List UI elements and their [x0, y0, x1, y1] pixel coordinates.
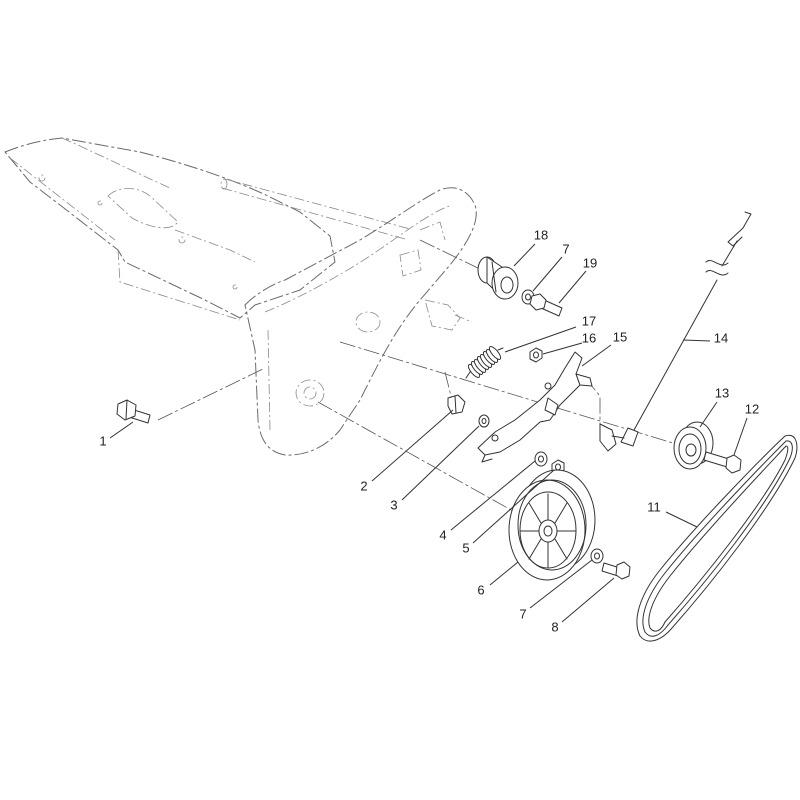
part-washer-3	[478, 414, 490, 428]
callout-label-15: 15	[613, 329, 627, 344]
callout-label-18: 18	[534, 227, 548, 242]
leader-line-7-lower	[529, 559, 593, 609]
leader-line-17	[504, 326, 577, 353]
part-belt-11	[636, 434, 798, 642]
leader-line-12	[733, 417, 748, 456]
gearbox-housing-phantom	[244, 187, 477, 456]
callout-label-7-upper: 7	[562, 241, 569, 256]
leader-line-8	[561, 577, 615, 623]
part-washer-4	[534, 451, 548, 467]
part-cable-14	[599, 211, 752, 452]
part-bushing-18	[477, 256, 519, 300]
leader-line-7-upper	[532, 256, 563, 292]
callout-label-13: 13	[715, 385, 729, 400]
part-pulley-6	[508, 469, 596, 581]
callout-label-16: 16	[582, 330, 596, 345]
part-bolt-19	[529, 293, 563, 317]
leader-line-3	[401, 425, 480, 501]
callout-label-1: 1	[99, 433, 106, 448]
leader-line-19	[558, 270, 587, 304]
leader-line-5	[472, 469, 555, 544]
part-nut-16	[529, 347, 543, 363]
leader-line-1	[109, 421, 134, 439]
leader-lines	[109, 243, 748, 623]
leader-line-15	[581, 344, 612, 367]
part-bolt-8	[601, 561, 631, 580]
alignment-lines	[157, 239, 677, 516]
leader-line-4	[450, 460, 536, 531]
callout-label-7-lower: 7	[519, 606, 526, 621]
callout-label-4: 4	[439, 527, 446, 542]
leader-line-6	[489, 561, 519, 586]
callout-label-14: 14	[714, 330, 728, 345]
callout-label-6: 6	[477, 582, 484, 597]
part-clip-2	[447, 394, 466, 415]
leader-line-13	[699, 401, 718, 428]
part-idler-bracket-15	[477, 351, 593, 463]
callout-label-8: 8	[551, 619, 558, 634]
part-spring-17	[465, 346, 504, 379]
leader-line-16	[542, 342, 583, 355]
callout-label-11: 11	[647, 499, 661, 514]
leader-line-2	[371, 409, 454, 482]
callout-label-12: 12	[745, 401, 759, 416]
leader-line-14	[682, 339, 711, 342]
part-washer-7-lower	[590, 548, 604, 564]
callout-labels: 18 7 19 17 16 15 14 13 12 11 1 2 3 4 5 6…	[99, 227, 759, 634]
part-bolt-1	[116, 399, 151, 424]
callout-label-5: 5	[462, 540, 469, 555]
part-bolt-12	[703, 451, 742, 474]
callout-label-3: 3	[390, 497, 397, 512]
callout-label-2: 2	[360, 478, 367, 493]
callout-label-19: 19	[583, 255, 597, 270]
leader-line-18	[513, 243, 536, 267]
chassis-phantom	[4, 137, 336, 321]
callout-label-17: 17	[582, 313, 596, 328]
part-idler-pulley-13	[673, 421, 714, 470]
leader-line-11	[665, 511, 698, 528]
